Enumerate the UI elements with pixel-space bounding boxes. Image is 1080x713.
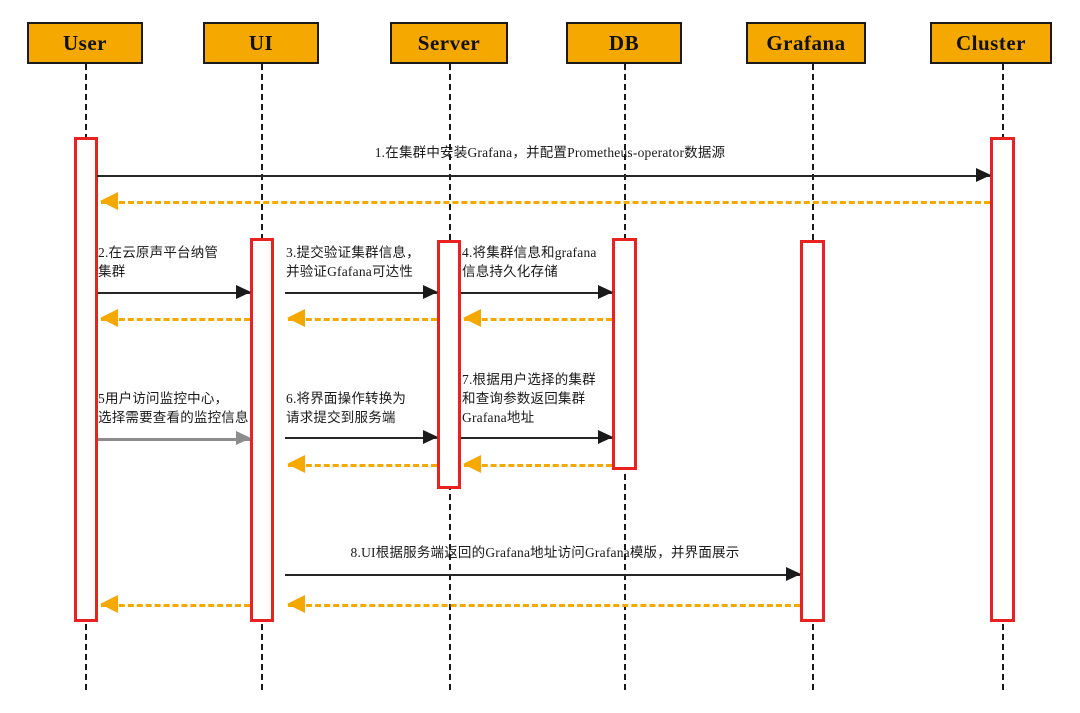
arrowhead-right-icon: [786, 567, 801, 581]
message-line-2r: [101, 318, 250, 321]
participant-label-db: DB: [608, 30, 640, 55]
participant-box-grafana[interactable]: Grafana: [746, 22, 866, 64]
message-line-8: [285, 574, 800, 576]
participant-label-server: Server: [417, 30, 481, 55]
arrowhead-right-icon: [976, 168, 991, 182]
arrowhead-left-icon: [463, 309, 481, 327]
message-label-2: 2.在云原声平台纳管 集群: [98, 245, 219, 279]
message-line-2: [98, 292, 250, 294]
message-label-5: 5用户访问监控中心， 选择需要查看的监控信息: [98, 391, 249, 425]
activation-bar-db: [612, 238, 637, 470]
arrowhead-left-icon: [100, 595, 118, 613]
message-line-3r: [288, 318, 437, 321]
arrowhead-left-icon: [287, 595, 305, 613]
participant-box-user[interactable]: User: [27, 22, 143, 64]
activation-bar-user: [74, 137, 98, 622]
message-line-8r: [288, 604, 800, 607]
participant-label-cluster: Cluster: [956, 30, 1026, 55]
message-label-1: 1.在集群中安装Grafana，并配置Prometheus-operator数据…: [374, 145, 726, 160]
activation-bar-cluster: [990, 137, 1015, 622]
message-label-6: 6.将界面操作转换为 请求提交到服务端: [286, 391, 407, 425]
arrowhead-left-icon: [100, 192, 118, 210]
message-line-5: [98, 438, 250, 441]
activation-bar-ui: [250, 238, 274, 622]
participant-label-ui: UI: [248, 30, 274, 55]
arrowhead-right-icon: [236, 431, 251, 445]
message-line-8r2: [101, 604, 250, 607]
message-line-4r: [464, 318, 612, 321]
message-line-7r: [464, 464, 612, 467]
arrowhead-right-icon: [236, 285, 251, 299]
arrowhead-left-icon: [463, 455, 481, 473]
arrowhead-right-icon: [598, 285, 613, 299]
message-label-4: 4.将集群信息和grafana 信息持久化存储: [462, 245, 597, 279]
message-line-6r: [288, 464, 437, 467]
message-line-1r: [101, 201, 990, 204]
arrowhead-left-icon: [287, 309, 305, 327]
activation-bar-server: [437, 240, 461, 489]
arrowhead-right-icon: [423, 285, 438, 299]
activation-bar-grafana: [800, 240, 825, 622]
participant-box-ui[interactable]: UI: [203, 22, 319, 64]
message-label-3: 3.提交验证集群信息， 并验证Gfafana可达性: [286, 245, 420, 279]
message-label-7: 7.根据用户选择的集群 和查询参数返回集群 Grafana地址: [462, 372, 596, 425]
participant-label-user: User: [63, 30, 107, 55]
participant-box-server[interactable]: Server: [390, 22, 508, 64]
message-line-6: [285, 437, 437, 439]
message-line-7: [461, 437, 612, 439]
message-line-1: [97, 175, 990, 177]
arrowhead-left-icon: [287, 455, 305, 473]
message-line-3: [285, 292, 437, 294]
arrowhead-right-icon: [598, 430, 613, 444]
arrowhead-right-icon: [423, 430, 438, 444]
arrowhead-left-icon: [100, 309, 118, 327]
participant-box-db[interactable]: DB: [566, 22, 682, 64]
message-label-8: 8.UI根据服务端返回的Grafana地址访问Grafana模版，并界面展示: [350, 545, 740, 560]
message-line-4: [461, 292, 612, 294]
participant-label-grafana: Grafana: [766, 30, 846, 55]
participant-box-cluster[interactable]: Cluster: [930, 22, 1052, 64]
